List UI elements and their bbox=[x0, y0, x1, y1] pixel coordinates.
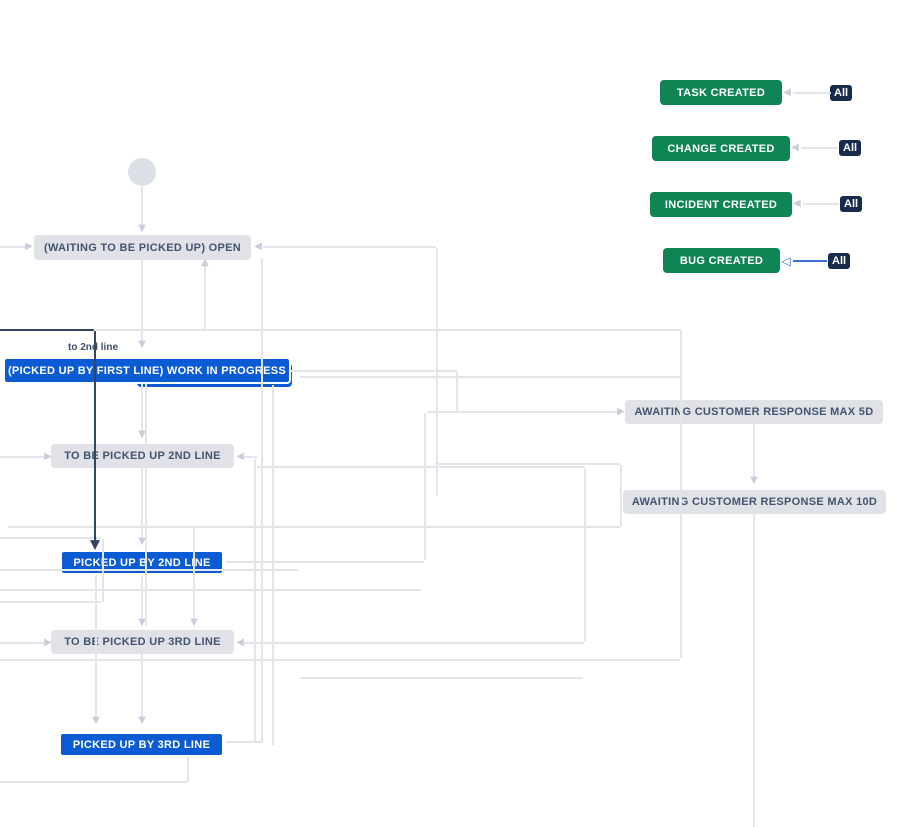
connector-line-dark bbox=[94, 331, 96, 543]
connector-line bbox=[226, 741, 263, 743]
connector-line-highlight bbox=[793, 260, 827, 262]
arrowhead-right-icon: ▶ bbox=[44, 637, 52, 648]
connector-line bbox=[427, 411, 619, 413]
arrowhead-left-icon: ◁ bbox=[781, 254, 791, 268]
arrowhead-down-icon: ▼ bbox=[750, 475, 758, 486]
connector-line bbox=[141, 466, 143, 541]
connector-line bbox=[424, 413, 426, 560]
connector-line bbox=[257, 466, 585, 468]
connector-line bbox=[0, 781, 187, 783]
transition-badge-all-incident-created[interactable]: All bbox=[840, 196, 863, 212]
arrowhead-left-icon: ◀ bbox=[783, 87, 791, 98]
connector-line bbox=[0, 569, 298, 571]
connector-line bbox=[0, 246, 26, 248]
connector-line bbox=[0, 601, 101, 603]
connector-line bbox=[141, 575, 143, 622]
connector-line bbox=[300, 677, 583, 679]
status-work-in-progress[interactable]: (PICKED UP BY FIRST LINE) WORK IN PROGRE… bbox=[3, 357, 291, 384]
connector-line bbox=[243, 642, 584, 644]
connector-line bbox=[0, 642, 46, 644]
connector-line bbox=[141, 186, 143, 228]
connector-line bbox=[243, 456, 257, 458]
arrowhead-left-icon: ◀ bbox=[791, 142, 799, 153]
transition-badge-all-bug-created[interactable]: All bbox=[828, 253, 851, 269]
connector-line bbox=[300, 376, 681, 378]
arrowhead-down-icon: ▼ bbox=[92, 715, 100, 726]
status-incident-created[interactable]: INCIDENT CREATED bbox=[650, 192, 792, 217]
connector-line bbox=[226, 561, 424, 563]
connector-line bbox=[8, 526, 620, 528]
status-to-be-picked-3rd[interactable]: TO BE PICKED UP 3RD LINE bbox=[51, 630, 234, 654]
arrowhead-left-icon: ◀ bbox=[236, 637, 244, 648]
connector-line bbox=[261, 258, 263, 742]
connector-line bbox=[141, 383, 143, 434]
arrowhead-down-icon: ▼ bbox=[138, 339, 146, 350]
arrowhead-left-icon: ◀ bbox=[236, 451, 244, 462]
status-task-created[interactable]: TASK CREATED bbox=[660, 80, 782, 105]
status-open[interactable]: (WAITING TO BE PICKED UP) OPEN bbox=[34, 235, 251, 260]
arrowhead-down-icon: ▼ bbox=[138, 617, 146, 628]
connector-line bbox=[0, 537, 101, 539]
arrowhead-down-icon: ▼ bbox=[138, 536, 146, 547]
arrowhead-right-icon: ▶ bbox=[617, 406, 625, 417]
connector-line bbox=[141, 258, 143, 344]
connector-line bbox=[680, 331, 682, 658]
status-bug-created[interactable]: BUG CREATED bbox=[663, 248, 780, 273]
start-node[interactable] bbox=[128, 158, 156, 186]
arrowhead-left-icon: ◀ bbox=[793, 198, 801, 209]
transition-label-to-2nd-line[interactable]: to 2nd line bbox=[68, 342, 118, 353]
connector-line bbox=[145, 383, 147, 626]
connector-line bbox=[620, 465, 622, 527]
connector-line bbox=[435, 463, 620, 465]
arrowhead-down-icon: ▼ bbox=[138, 429, 146, 440]
connector-line bbox=[254, 459, 256, 742]
connector-line-dark bbox=[0, 329, 94, 331]
connector-line bbox=[263, 246, 436, 248]
arrowhead-right-icon: ▶ bbox=[25, 241, 33, 252]
connector-line bbox=[584, 469, 586, 641]
connector-line bbox=[187, 757, 189, 782]
arrowhead-up-icon: ▲ bbox=[201, 257, 209, 268]
connector-line bbox=[291, 370, 457, 372]
arrowhead-down-icon: ▼ bbox=[90, 537, 100, 553]
arrowhead-down-icon: ▼ bbox=[138, 715, 146, 726]
connector-line bbox=[0, 659, 680, 661]
transition-badge-all-change-created[interactable]: All bbox=[839, 140, 862, 156]
arrowhead-left-icon: ◀ bbox=[254, 241, 262, 252]
connector-line bbox=[753, 424, 755, 481]
status-change-created[interactable]: CHANGE CREATED bbox=[652, 136, 790, 161]
status-awaiting-5d[interactable]: AWAITING CUSTOMER RESPONSE MAX 5D bbox=[625, 400, 883, 424]
connector-line bbox=[96, 329, 681, 331]
arrowhead-down-icon: ▼ bbox=[190, 617, 198, 628]
arrowhead-down-icon: ▼ bbox=[138, 223, 146, 234]
connector-line bbox=[803, 203, 839, 205]
connector-line bbox=[102, 539, 104, 602]
connector-line bbox=[204, 266, 206, 330]
connector-line bbox=[801, 147, 838, 149]
status-awaiting-10d[interactable]: AWAITING CUSTOMER RESPONSE MAX 10D bbox=[623, 490, 886, 514]
connector-line bbox=[753, 513, 755, 827]
status-to-be-picked-2nd[interactable]: TO BE PICKED UP 2ND LINE bbox=[51, 444, 234, 468]
connector-line bbox=[0, 589, 421, 591]
connector-line bbox=[141, 653, 143, 720]
connector-line bbox=[272, 385, 274, 745]
transition-badge-all-task-created[interactable]: All bbox=[830, 85, 853, 101]
connector-line bbox=[456, 372, 458, 412]
connector-line bbox=[793, 92, 831, 94]
connector-line bbox=[436, 248, 438, 496]
status-picked-3rd[interactable]: PICKED UP BY 3RD LINE bbox=[59, 732, 224, 757]
arrowhead-right-icon: ▶ bbox=[44, 451, 52, 462]
connector-line bbox=[95, 575, 97, 720]
connector-line bbox=[193, 528, 195, 622]
connector-line bbox=[0, 456, 46, 458]
